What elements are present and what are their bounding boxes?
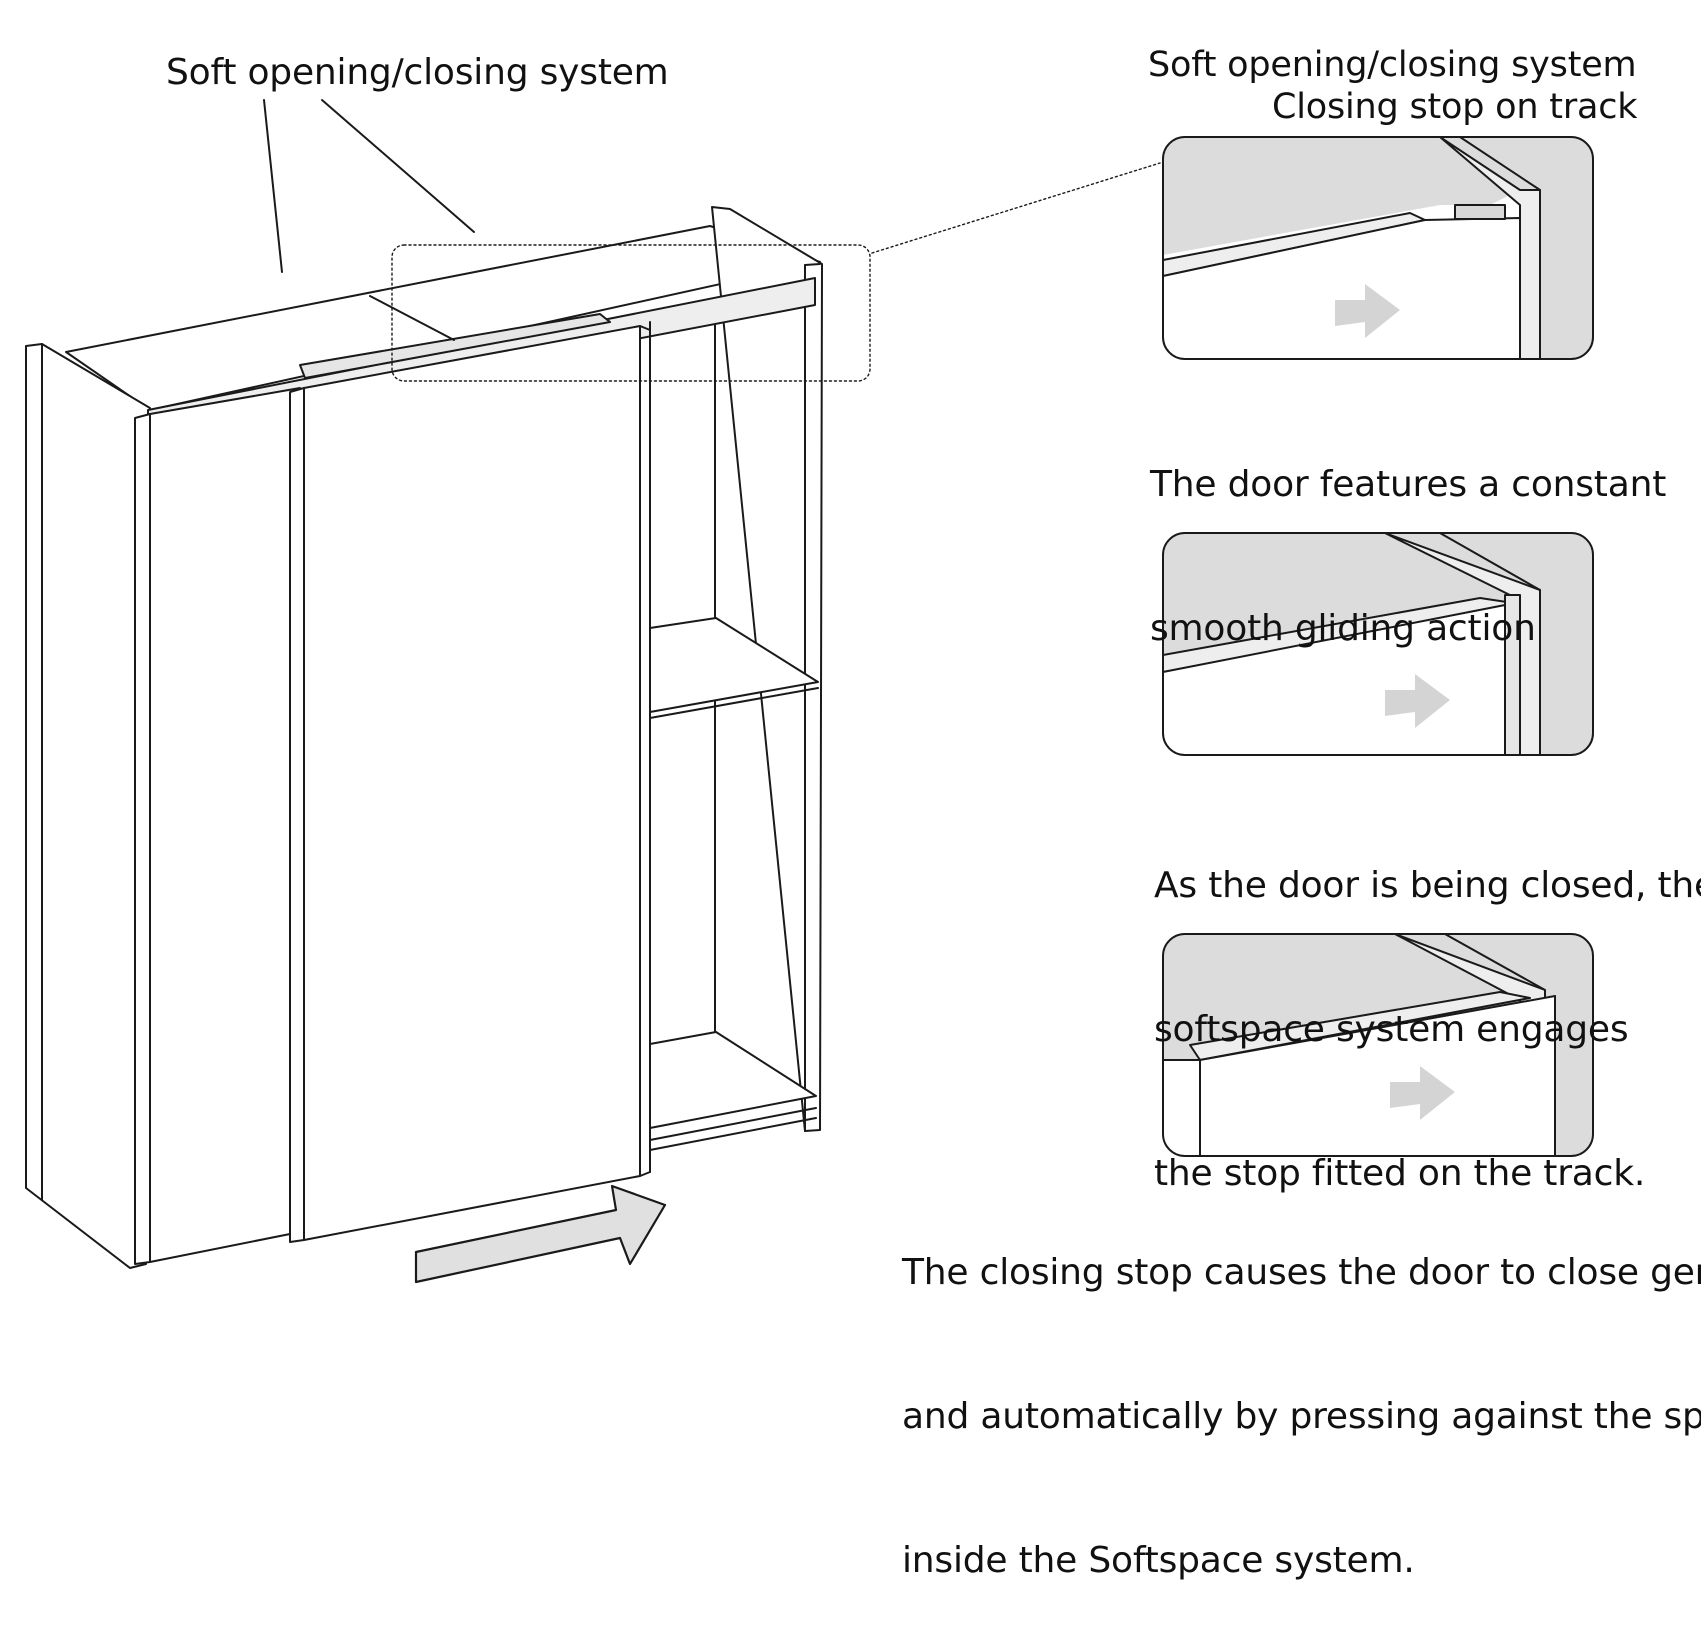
step3-caption-line: and automatically by pressing against th… <box>902 1396 1701 1437</box>
step1-caption-line: smooth gliding action <box>1150 608 1536 649</box>
step2-caption-line: As the door is being closed, the <box>1154 865 1701 906</box>
callout-leaders <box>263 99 475 273</box>
detail-panel-1 <box>1162 136 1594 360</box>
detail-highlight <box>391 244 871 382</box>
callout-label-right-sub: Closing stop on track <box>1272 87 1638 127</box>
step1-caption: The door features a constant smooth glid… <box>1150 365 1666 701</box>
step3-caption-line: The closing stop causes the door to clos… <box>902 1252 1701 1293</box>
step1-caption-line: The door features a constant <box>1150 464 1667 505</box>
diagram-drawing <box>25 99 1594 1284</box>
step3-caption: The closing stop causes the door to clos… <box>902 1153 1701 1633</box>
detail-panel-2 <box>1162 532 1594 756</box>
step2-caption-line: softspace system engages <box>1154 1009 1629 1050</box>
callout-label-left: Soft opening/closing system <box>166 52 669 93</box>
callout-label-right: Soft opening/closing system <box>1148 45 1637 85</box>
wardrobe <box>25 206 823 1269</box>
step2-caption: As the door is being closed, the softspa… <box>1154 766 1701 1246</box>
detail-panel-3 <box>1162 933 1594 1157</box>
direction-arrow-icon <box>414 1184 667 1284</box>
step2-caption-line: the stop fitted on the track. <box>1154 1153 1646 1194</box>
step3-caption-line: inside the Softspace system. <box>902 1540 1415 1581</box>
